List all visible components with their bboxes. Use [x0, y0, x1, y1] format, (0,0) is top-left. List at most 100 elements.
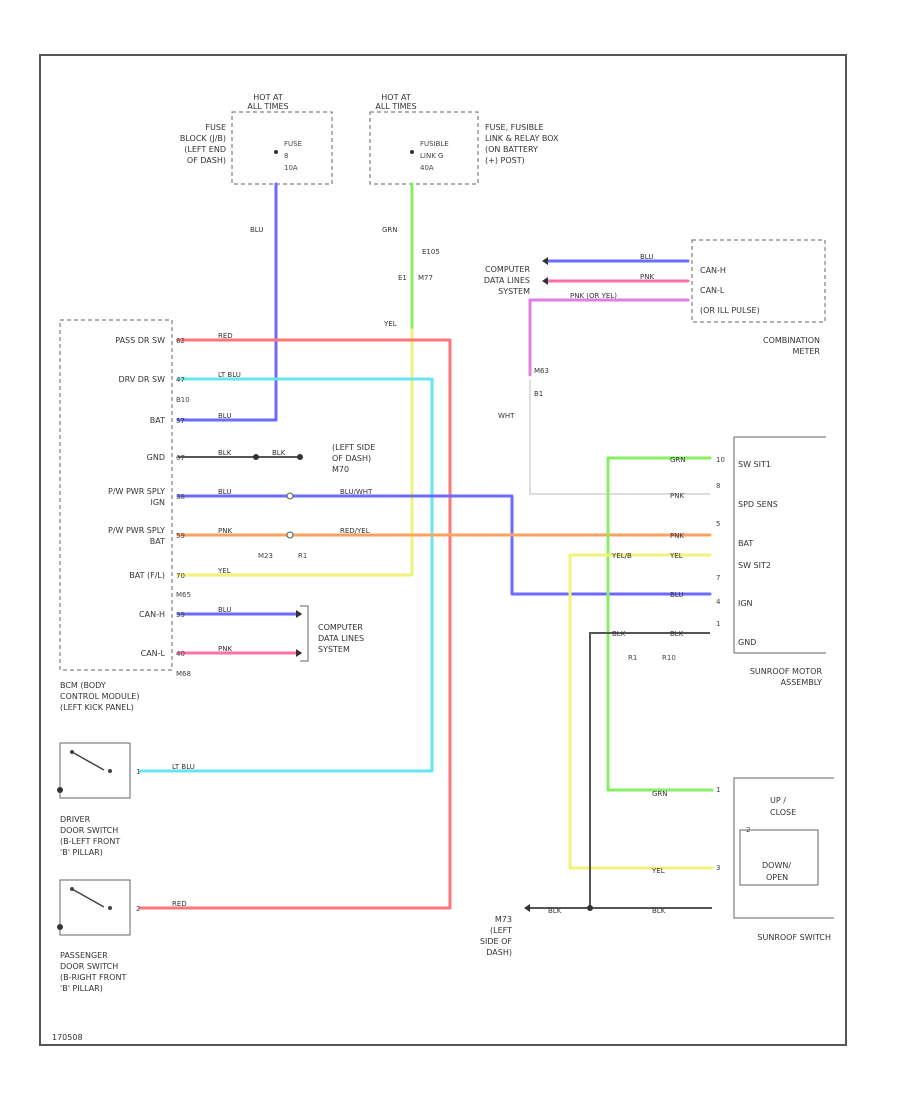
bcm-conn-m65: M65: [176, 591, 191, 599]
fuse-block-1: HOT AT ALL TIMES FUSE 8 10A FUSE BLOCK (…: [180, 93, 333, 185]
wire-blu-ign: [176, 494, 712, 596]
motor-wire-5: BLK: [670, 630, 684, 638]
motor-pin-num-0: 10: [716, 456, 725, 464]
bcm-pin-label-7: CAN-H: [139, 610, 165, 619]
wire-label-blu-canh: BLU: [218, 606, 231, 614]
bcm-desc-a: BCM (BODY: [60, 681, 106, 690]
hot-at-label-1: HOT AT: [253, 93, 283, 102]
conn-b1: B1: [534, 390, 543, 398]
conn-r1: R1: [298, 552, 307, 560]
meter-pin-canh: CAN-H: [700, 266, 726, 275]
motor-desc-a: SUNROOF MOTOR: [750, 667, 823, 676]
conn-m63: M63: [534, 367, 549, 375]
ground-1-line-c: M70: [332, 465, 349, 474]
sunroof-switch-wire-grn: GRN: [652, 790, 668, 798]
conn-e1: E1: [398, 274, 407, 282]
bcm-pin-label-6: BAT (F/L): [129, 571, 165, 580]
conn-m77: M77: [418, 274, 433, 282]
wire-label-yel-vert: YEL: [383, 320, 397, 328]
sunroof-switch-up: UP /: [770, 796, 786, 805]
ground-1-line-b: OF DASH): [332, 454, 371, 463]
hot-at-label-2b: ALL TIMES: [375, 102, 416, 111]
bcm-pin-sub-4: IGN: [150, 498, 165, 507]
fuse-desc-2c: (ON BATTERY: [485, 145, 538, 154]
fuse-desc-2d: (+) POST): [485, 156, 525, 165]
bcm-conn-m68: M68: [176, 670, 191, 678]
fuse-desc-1c: (LEFT END: [184, 145, 226, 154]
driver-switch-desc-d: 'B' PILLAR): [60, 848, 103, 857]
wire-label-yel-bat: YEL: [217, 567, 231, 575]
motor-pin-num-4: 4: [716, 598, 721, 606]
ground-m73: BLK M73 (LEFT SIDE OF DASH): [480, 904, 593, 957]
driver-switch-desc-b: DOOR SWITCH: [60, 826, 118, 835]
computer-data-lines-bcm: COMPUTER DATA LINES SYSTEM: [296, 605, 364, 662]
fuse-num-2: LINK G: [420, 152, 443, 160]
meter-wire-blu: BLU: [640, 253, 653, 261]
passenger-switch-desc-c: (B-RIGHT FRONT: [60, 973, 127, 982]
wire-yel-sw2: [568, 553, 714, 870]
hot-at-label-2: HOT AT: [381, 93, 411, 102]
combination-meter: CAN-H CAN-L (OR ILL PULSE) BLU PNK PNK (…: [570, 239, 826, 356]
passenger-switch-pin: 2: [136, 905, 140, 913]
fuse-desc-1d: OF DASH): [187, 156, 226, 165]
wire-label-blu-vert: BLU: [250, 226, 263, 234]
fuse-desc-2b: LINK & RELAY BOX: [485, 134, 559, 143]
fuse-amp-2: 40A: [420, 164, 434, 172]
meter-desc-a: COMBINATION: [763, 336, 820, 345]
wire-label-blu-ign: BLU: [218, 488, 231, 496]
passenger-door-switch: 2 RED PASSENGER DOOR SWITCH (B-RIGHT FRO…: [57, 879, 187, 993]
sunroof-switch-close: CLOSE: [770, 808, 796, 817]
driver-door-switch: 1 LT BLU DRIVER DOOR SWITCH (B-LEFT FRON…: [57, 742, 195, 857]
wire-blk-motor-gnd: [589, 632, 710, 908]
bcm-pin-num-7: 39: [176, 611, 185, 619]
conn-m23: M23: [258, 552, 273, 560]
motor-wire-0: GRN: [670, 456, 686, 464]
sunroof-switch-wire-blk: BLK: [652, 907, 666, 915]
fuse-desc-1b: BLOCK (J/B): [180, 134, 226, 143]
driver-switch-pin: 1: [136, 768, 140, 776]
sunroof-motor-assembly: SW SIT1 10 GRN SPD SENS 8 PNK BAT 5 PNK …: [611, 436, 826, 687]
motor-wire-yelb: YEL/B: [611, 552, 632, 560]
meter-desc-b: METER: [793, 347, 821, 356]
meter-wire-pnkyel: PNK (OR YEL): [570, 292, 617, 300]
fuse-num-1: 8: [284, 152, 288, 160]
fuse-block-2: HOT AT ALL TIMES FUSIBLE LINK G 40A FUSE…: [369, 93, 559, 185]
bcm-pin-label-4: P/W PWR SPLY: [108, 487, 165, 496]
wire-label-blu-bat: BLU: [218, 412, 231, 420]
sunroof-switch-pin-2: 2: [746, 826, 750, 834]
bcm-pin-label-5: P/W PWR SPLY: [108, 526, 165, 535]
motor-wire-2: PNK: [670, 532, 684, 540]
bcm-pin-num-0: 62: [176, 337, 185, 345]
conn-e105: E105: [422, 248, 440, 256]
wire-red-pass-door: [138, 338, 452, 910]
wire-label-pnk: PNK: [218, 527, 232, 535]
motor-wire-3: YEL: [669, 552, 683, 560]
wire-label-wht: WHT: [498, 412, 515, 420]
bcm-pin-num-2: 57: [176, 417, 185, 425]
motor-conn-r1: R1: [628, 654, 637, 662]
wire-label-blk-1: BLK: [218, 449, 232, 457]
motor-pin-num-1: 8: [716, 482, 720, 490]
comp-data-1b: DATA LINES: [318, 634, 364, 643]
driver-switch-desc-c: (B-LEFT FRONT: [60, 837, 120, 846]
passenger-switch-desc-b: DOOR SWITCH: [60, 962, 118, 971]
motor-wire-1: PNK: [670, 492, 684, 500]
motor-pin-label-0: SW SIT1: [738, 460, 771, 469]
motor-wire-4: BLU: [670, 591, 683, 599]
wire-label-bluwht: BLU/WHT: [340, 488, 373, 496]
ground-2-desc-a: (LEFT: [490, 926, 512, 935]
ref-code: 170508: [52, 1033, 83, 1042]
sunroof-switch: UP / CLOSE DOWN/ OPEN 2 1 3 GRN YEL BLK …: [651, 777, 834, 942]
motor-conn-r10: R10: [662, 654, 676, 662]
passenger-switch-wire: RED: [172, 900, 187, 908]
motor-pin-num-3: 7: [716, 574, 720, 582]
bcm-pin-label-1: DRV DR SW: [118, 375, 165, 384]
fuse-desc-1a: FUSE: [205, 123, 226, 132]
passenger-switch-desc-a: PASSENGER: [60, 951, 108, 960]
sunroof-switch-pin-1: 1: [716, 786, 720, 794]
fuse-label-1: FUSE: [284, 140, 302, 148]
wire-wht-spd: [529, 380, 710, 495]
comp-data-1a: COMPUTER: [318, 623, 363, 632]
comp-data-2b: DATA LINES: [484, 276, 530, 285]
